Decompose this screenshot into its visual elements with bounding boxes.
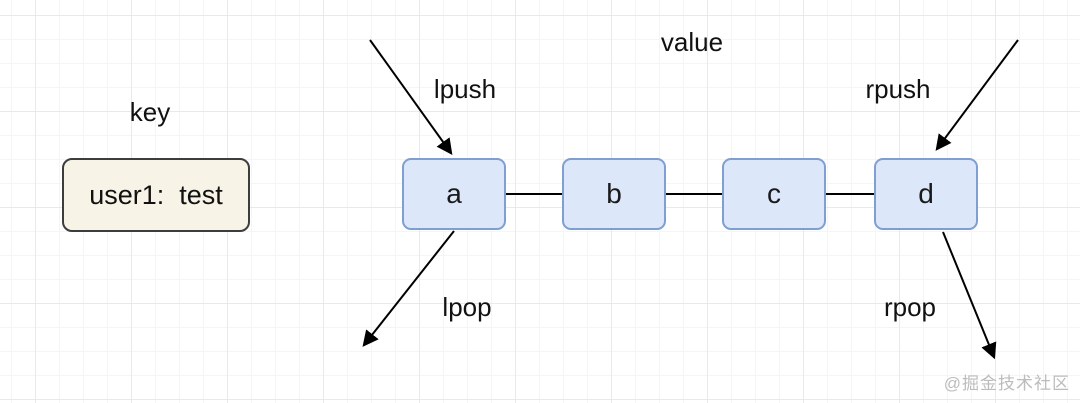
key-node: user1: test xyxy=(62,158,250,232)
value-section-label: value xyxy=(660,27,724,57)
lpop-arrow xyxy=(362,230,455,347)
key-section-label: key xyxy=(129,97,171,127)
lpush-label: lpush xyxy=(433,74,497,104)
watermark: @掘金技术社区 xyxy=(943,374,1070,393)
rpush-label: rpush xyxy=(865,74,931,104)
list-node-a: a xyxy=(402,158,506,230)
list-node-d: d xyxy=(874,158,978,230)
list-node-c: c xyxy=(722,158,826,230)
rpop-label: rpop xyxy=(883,292,937,322)
list-node-b: b xyxy=(562,158,666,230)
lpop-label: lpop xyxy=(442,292,492,322)
